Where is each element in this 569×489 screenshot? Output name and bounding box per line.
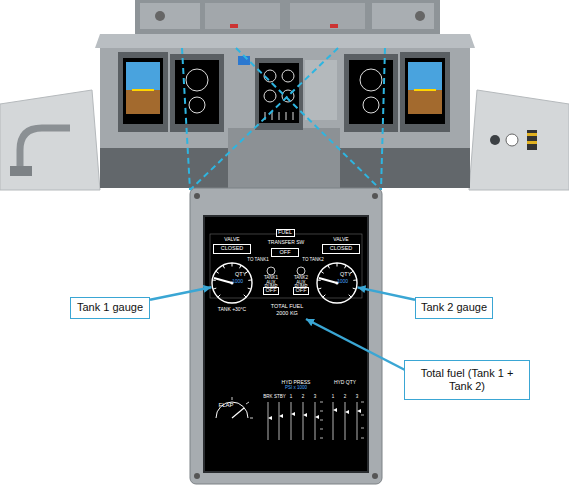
status-box: CLOSED (213, 244, 251, 254)
status-box: OFF (271, 248, 299, 257)
fuel-gauge: QTY1000 (315, 261, 359, 305)
screen-label: TANK1 AUX PUMP (260, 276, 282, 290)
screen-label: VALVE (224, 237, 239, 242)
callout-box: Tank 2 gauge (415, 297, 493, 319)
callout-arrow (150, 287, 211, 300)
screen-label: TRANSFER SW (268, 240, 304, 245)
screen-label: 2 (344, 395, 347, 400)
screen-label: TANK +30°C (218, 307, 246, 312)
box-text: Tank 1 gauge (77, 301, 143, 314)
screen-label: TO TANK1 (247, 258, 269, 263)
screen-label: 3 (314, 395, 317, 400)
screen-label: 2 (302, 395, 305, 400)
screen-label: TANK2 AUX PUMP (290, 276, 312, 290)
gauge-text: QTY (340, 272, 351, 278)
box-text: FUEL (278, 230, 292, 236)
box-text: CLOSED (221, 246, 244, 252)
gauge-text: 1000 (232, 279, 243, 284)
screen-label: STBY (274, 395, 286, 400)
screen-label: 1 (290, 395, 293, 400)
screen-label: HYD QTY (334, 380, 356, 385)
box-text: Tank 2 gauge (421, 301, 487, 314)
gauge-text: 1000 (337, 279, 348, 284)
box-text: CLOSED (330, 246, 353, 252)
box-text: Total fuel (Tank 1 + Tank 2) (409, 367, 525, 393)
screen-label: VALVE (333, 237, 348, 242)
screen-label: PSI x 1000 (285, 386, 307, 391)
screen-label: TO TANK2 (302, 258, 324, 263)
screen-label: FLAP (218, 402, 233, 408)
screen-label: HYD PRESS (282, 380, 311, 385)
status-box: FUEL (276, 229, 295, 237)
screen-label: 2000 KG (276, 311, 298, 317)
callout-box: Tank 1 gauge (70, 297, 150, 319)
callout-box: Total fuel (Tank 1 + Tank 2) (404, 360, 530, 400)
box-text: OFF (280, 250, 291, 256)
callout-arrow (358, 287, 416, 299)
screen-label: TOTAL FUEL (271, 304, 304, 310)
fuel-gauge: QTY1000 (210, 261, 254, 305)
screen-label: 1 (332, 395, 335, 400)
screen-label: BRK (263, 395, 272, 400)
status-box: CLOSED (322, 244, 360, 254)
screen-label: 3 (356, 395, 359, 400)
gauge-text: QTY (235, 272, 246, 278)
